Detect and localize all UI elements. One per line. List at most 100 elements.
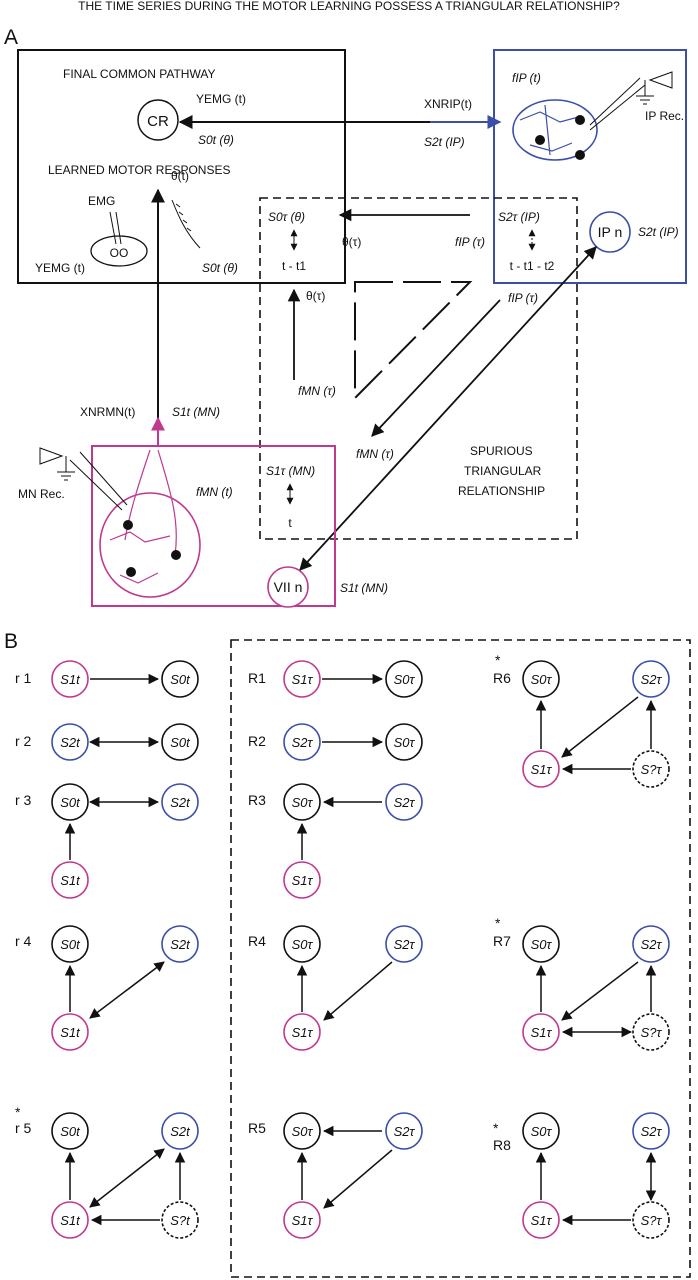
- ip-neuron-3: [575, 150, 585, 160]
- row-label-R8: R8: [493, 1137, 511, 1153]
- node-R7-s1: [522, 1013, 560, 1051]
- row-label-R7: R7: [493, 933, 511, 949]
- node-R2-s0-label: S0τ: [394, 735, 416, 750]
- xnr-mn-label: XNRMN(t): [80, 405, 135, 419]
- yemg-t2-label: YEMG (t): [35, 261, 85, 275]
- node-r3-s0-label: S0t: [60, 795, 81, 810]
- mn-electrode-1: [69, 459, 123, 511]
- node-R2-s0: [385, 723, 423, 761]
- s0-theta-label: S0t (θ): [198, 133, 234, 147]
- node-R8-s1-label: S1τ: [531, 1213, 553, 1228]
- cr-label: CR: [147, 113, 169, 130]
- theta-tau2-label: θ(τ): [306, 289, 325, 303]
- node-R8-s2-label: S2τ: [641, 1124, 663, 1139]
- node-r1-s0: [161, 660, 199, 698]
- node-R8-s1: [522, 1201, 560, 1239]
- node-R5-s2: [385, 1112, 423, 1150]
- mn-ground-icon: [57, 456, 75, 481]
- node-r1-s1-label: S1t: [60, 672, 81, 687]
- mn-amplifier-icon: [39, 447, 64, 465]
- edge-r5-diag: [89, 1148, 165, 1208]
- mn-neuron-3: [126, 567, 136, 577]
- node-R4-s0: [283, 925, 321, 963]
- node-r5-s0: [51, 1112, 89, 1150]
- s1tau-mn-label: S1τ (MN): [266, 464, 315, 478]
- node-r1-s1: [51, 660, 89, 698]
- node-R4-s1-label: S1τ: [292, 1025, 314, 1040]
- mn-box: [91, 445, 336, 607]
- ip-neuron-2: [535, 135, 545, 145]
- edge-R7-diag: [561, 961, 639, 1021]
- node-R3-s1: [283, 861, 321, 899]
- row-label-R6: R6: [493, 670, 511, 686]
- ip-electrode-2: [589, 84, 646, 131]
- node-r3-s1: [51, 861, 89, 899]
- f-ip-t-label: fIP (t): [512, 71, 541, 85]
- s0-theta2-label: S0t (θ): [202, 261, 238, 275]
- star-R6: *: [495, 652, 501, 668]
- panel-b-dashed-box: [230, 639, 691, 1278]
- row-label-r2: r 2: [15, 733, 32, 749]
- node-r2-s2-label: S2t: [60, 735, 81, 750]
- node-R7-s0-label: S0τ: [531, 937, 553, 952]
- node-R8-sq-label: S?τ: [641, 1213, 663, 1228]
- theta-t-label: θ(t): [171, 169, 189, 183]
- node-R7-s0: [522, 925, 560, 963]
- node-R7-s2: [632, 925, 670, 963]
- node-R4-s2-label: S2τ: [394, 937, 416, 952]
- node-R7-sq: [632, 1013, 670, 1051]
- node-r2-s2: [51, 723, 89, 761]
- ip-electrode-1: [589, 77, 641, 126]
- node-R6-sq: [632, 750, 670, 788]
- final-common-pathway-box: [17, 49, 346, 284]
- node-r2-s0-label: S0t: [170, 735, 191, 750]
- node-R4-s2: [385, 925, 423, 963]
- row-label-r4: r 4: [15, 933, 32, 949]
- emg-wire-2: [115, 211, 122, 245]
- node-R5-s0: [283, 1112, 321, 1150]
- emg-label: EMG: [88, 194, 115, 208]
- node-r3-s1-label: S1t: [60, 873, 81, 888]
- final-common-pathway-label: FINAL COMMON PATHWAY: [63, 67, 215, 81]
- mn-nucleus-icon: [99, 492, 201, 598]
- node-r3-s0: [51, 783, 89, 821]
- node-r5-sq: [161, 1201, 199, 1239]
- node-R1-s0-label: S0τ: [394, 672, 416, 687]
- edge-R6-diag: [561, 696, 639, 758]
- node-R5-s0-label: S0τ: [292, 1124, 314, 1139]
- node-r3-s2-label: S2t: [170, 795, 191, 810]
- node-R6-sq-label: S?τ: [641, 762, 663, 777]
- node-r4-s1-label: S1t: [60, 1025, 81, 1040]
- xnr-ip-label: XNRIP(t): [424, 97, 472, 111]
- node-r4-s2-label: S2t: [170, 937, 191, 952]
- panel-b-letter: B: [4, 630, 18, 653]
- eyelid-sensor-ticks: [175, 203, 192, 232]
- f-mn-tau-label: fMN (τ): [298, 384, 336, 398]
- t-t1-label: t - t1: [282, 259, 306, 273]
- ip-nucleus-icon: [512, 99, 598, 161]
- ip-ground-icon: [636, 80, 654, 105]
- panel-a-letter: A: [4, 26, 18, 49]
- s1-mn-label: S1t (MN): [172, 405, 220, 419]
- mn-electrode-2: [79, 451, 128, 506]
- mn-neuron-1: [123, 520, 133, 530]
- node-r1-s0-label: S0t: [170, 672, 191, 687]
- learned-motor-label: LEARNED MOTOR RESPONSES: [48, 163, 230, 177]
- node-R8-s2: [632, 1112, 670, 1150]
- node-r4-s0: [51, 925, 89, 963]
- ip-rec-label: IP Rec.: [645, 109, 684, 123]
- node-R5-s2-label: S2τ: [394, 1124, 416, 1139]
- node-R8-s0-label: S0τ: [531, 1124, 553, 1139]
- eyelid-sensor-icon: [171, 199, 201, 249]
- s2t-ip-right-label: S2t (IP): [638, 225, 679, 239]
- ip-neuron-1: [575, 115, 585, 125]
- edge-R5-diag: [323, 1149, 393, 1209]
- theta-tau-label: θ(τ): [342, 235, 361, 249]
- row-label-R4: R4: [248, 933, 266, 949]
- node-R2-s2: [283, 723, 321, 761]
- row-label-r5: r 5: [15, 1120, 32, 1136]
- node-R1-s1: [283, 660, 321, 698]
- f-mn-t-label: fMN (t): [196, 485, 233, 499]
- node-R7-s1-label: S1τ: [531, 1025, 553, 1040]
